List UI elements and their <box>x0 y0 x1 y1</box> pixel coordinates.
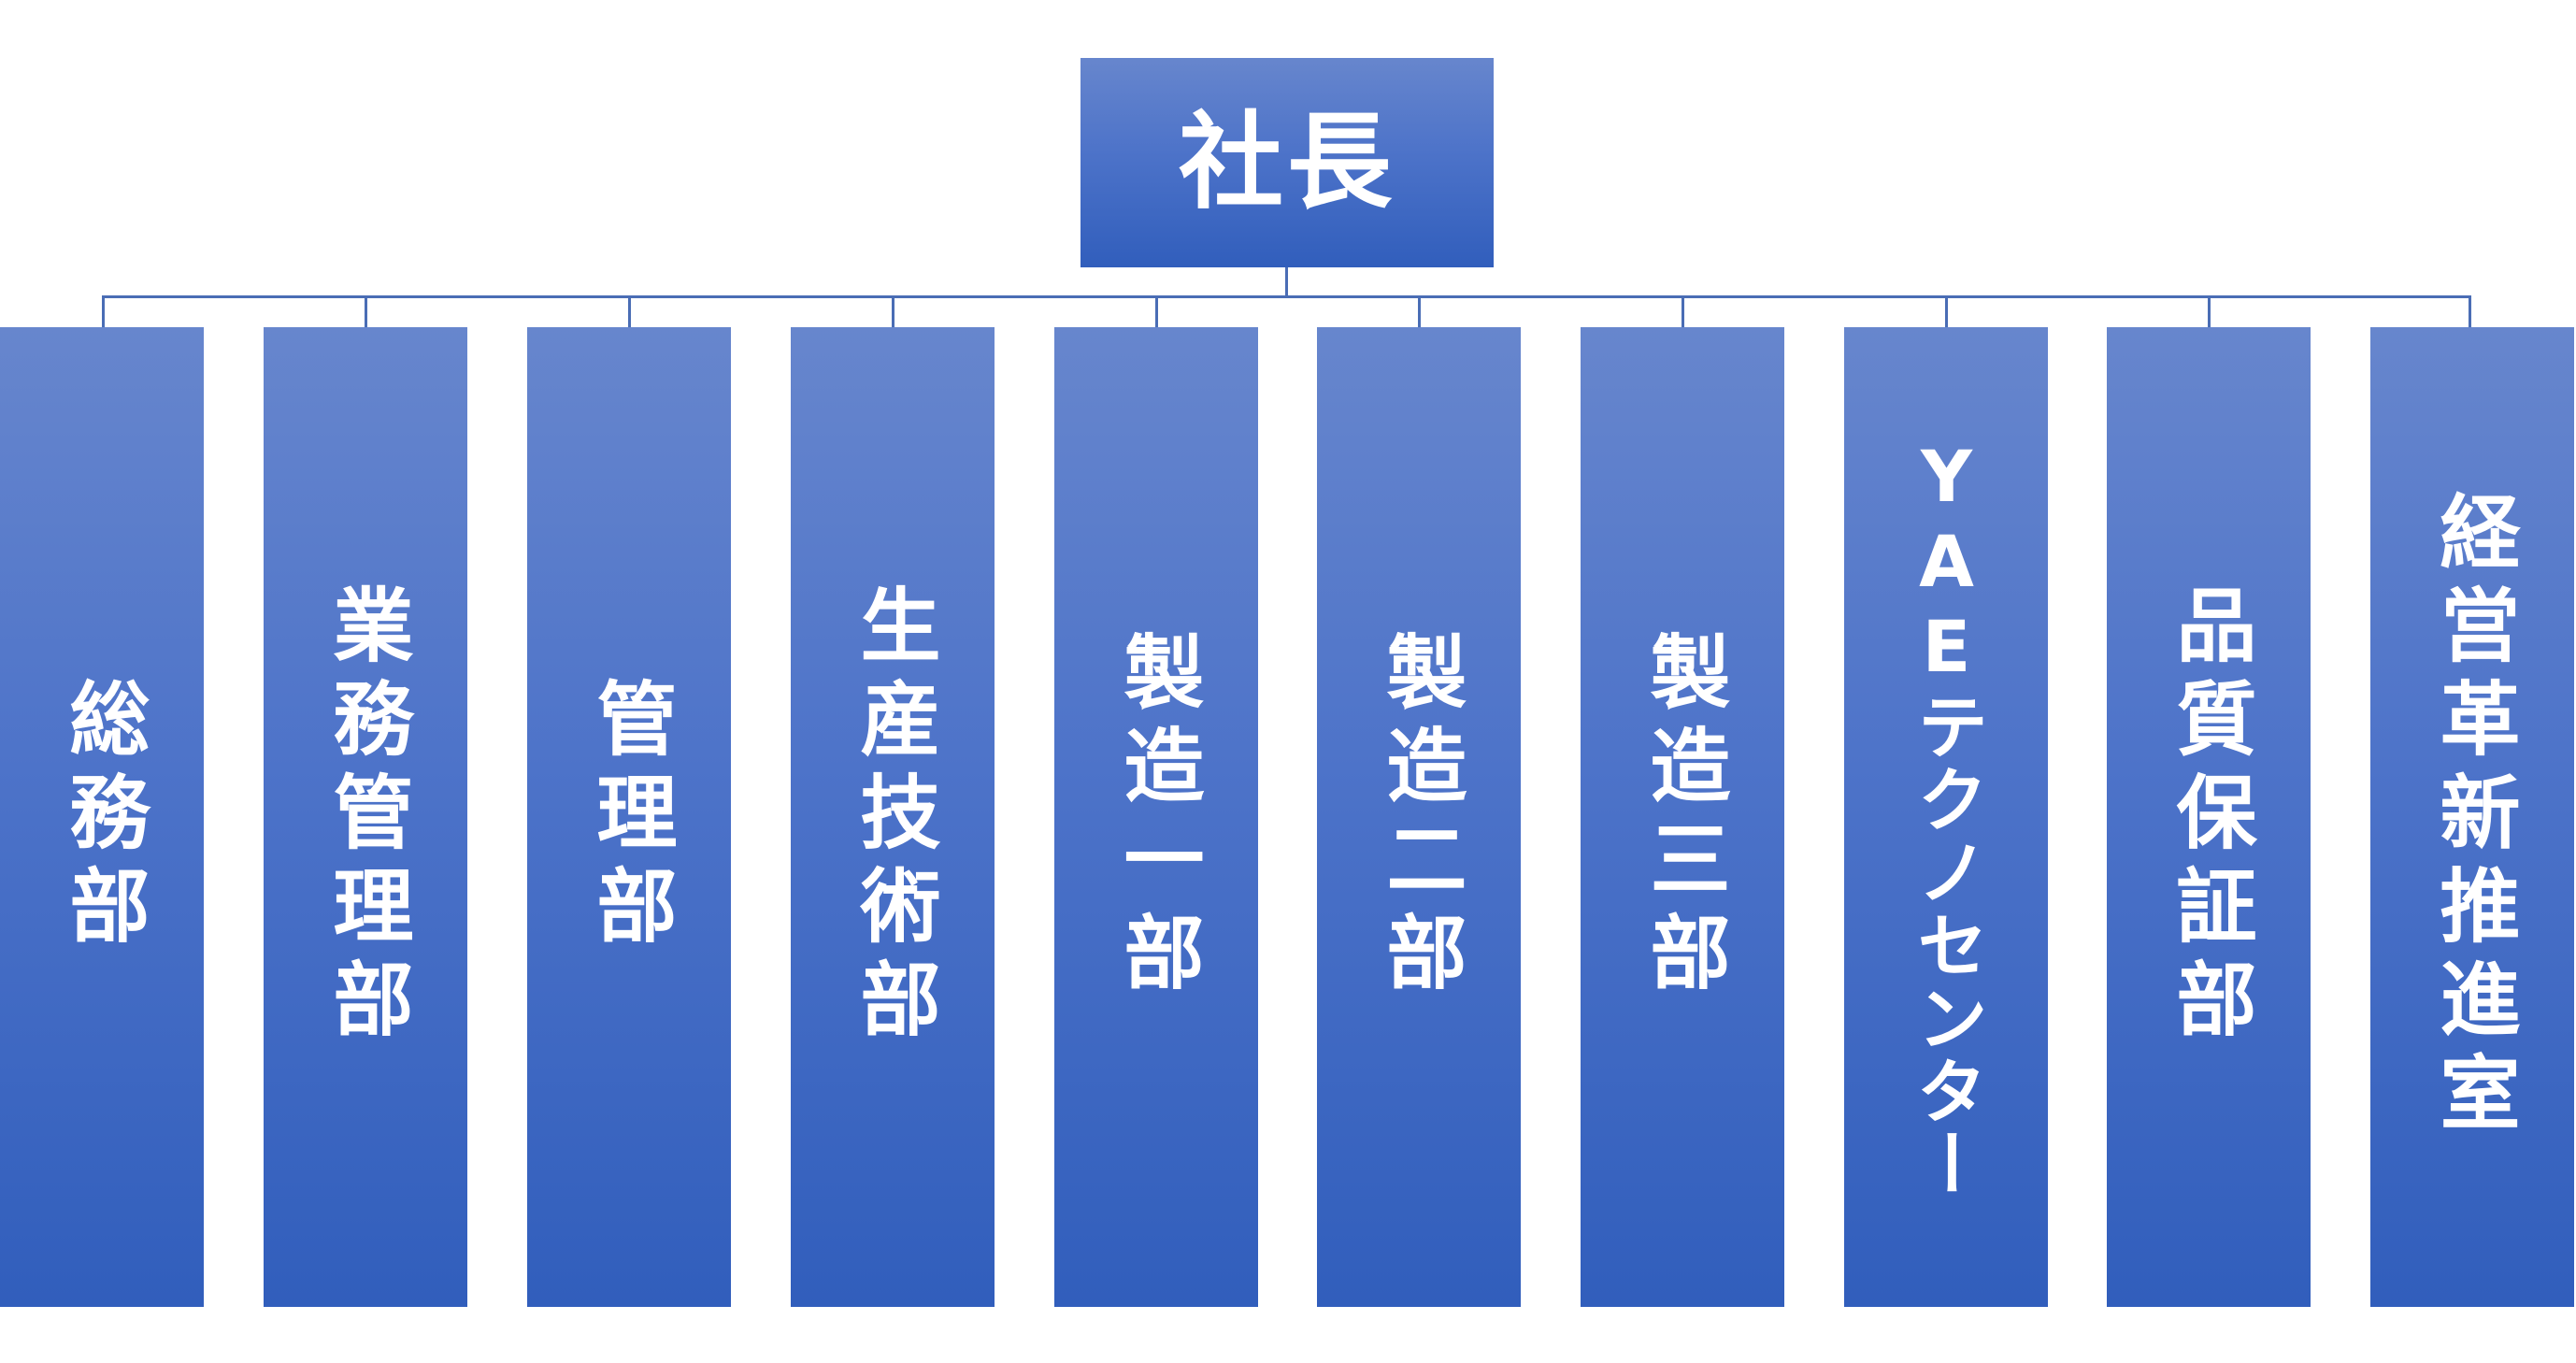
dept-connector <box>2469 295 2471 327</box>
dept-connector <box>365 295 367 327</box>
dept-label: 管理部 <box>582 677 676 957</box>
dept-label: YAEテクノセンター <box>1905 434 1988 1200</box>
dept-connector <box>1682 295 1684 327</box>
dept-label: 製造二部 <box>1372 630 1466 1004</box>
root-connector <box>1285 267 1288 297</box>
dept-box-manufacturing-3: 製造三部 <box>1581 327 1784 1307</box>
dept-box-general-affairs: 総務部 <box>0 327 204 1307</box>
dept-box-manufacturing-1: 製造一部 <box>1054 327 1258 1307</box>
dept-box-management-innovation: 経営革新推進室 <box>2370 327 2574 1307</box>
dept-connector <box>892 295 894 327</box>
dept-connector <box>1945 295 1948 327</box>
dept-box-production-engineering: 生産技術部 <box>791 327 995 1307</box>
dept-connector <box>628 295 631 327</box>
dept-label: 製造三部 <box>1636 630 1729 1004</box>
dept-label: 経営革新推進室 <box>2426 490 2519 1144</box>
dept-label: 総務部 <box>55 677 149 957</box>
dept-label: 生産技術部 <box>846 583 939 1051</box>
president-label: 社長 <box>1179 102 1395 223</box>
dept-box-business-management: 業務管理部 <box>264 327 467 1307</box>
horizontal-connector <box>102 295 2471 298</box>
dept-connector <box>102 295 105 327</box>
dept-connector <box>1155 295 1158 327</box>
dept-label: 品質保証部 <box>2162 583 2255 1051</box>
dept-connector <box>2208 295 2211 327</box>
dept-box-yae-techno-center: YAEテクノセンター <box>1844 327 2048 1307</box>
president-box: 社長 <box>1080 58 1494 267</box>
dept-label: 業務管理部 <box>319 583 412 1051</box>
dept-box-administration: 管理部 <box>527 327 731 1307</box>
dept-label: 製造一部 <box>1109 630 1203 1004</box>
dept-box-quality-assurance: 品質保証部 <box>2107 327 2311 1307</box>
dept-connector <box>1418 295 1421 327</box>
dept-box-manufacturing-2: 製造二部 <box>1317 327 1521 1307</box>
